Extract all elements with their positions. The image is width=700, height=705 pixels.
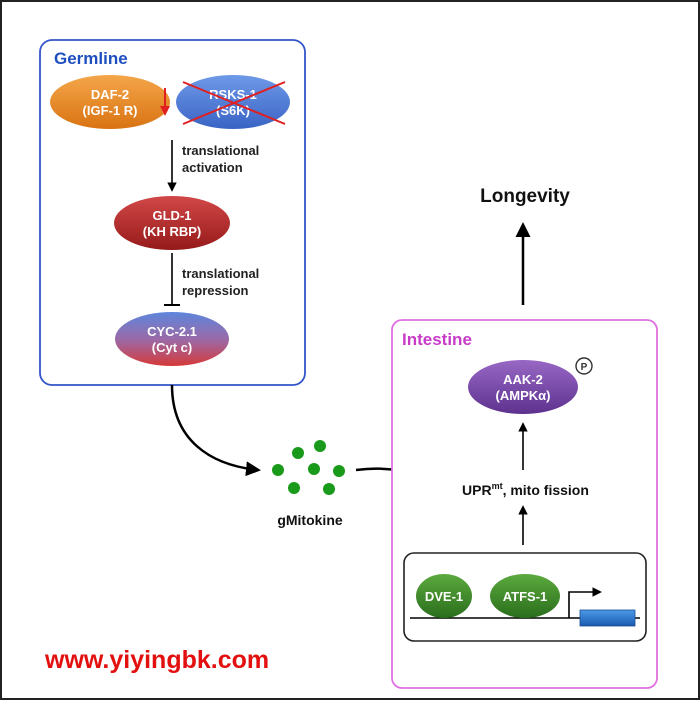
dve1-label: DVE-1 [425, 589, 463, 604]
rsks1-cross-line-2 [182, 81, 286, 125]
transcription-start-arrow [568, 587, 602, 618]
repression-label-line2: repression [182, 283, 249, 298]
aak2-node: AAK-2 (AMPKα) [468, 360, 578, 414]
phospho-badge: P [575, 357, 593, 375]
gld1-label: GLD-1 [153, 208, 192, 223]
repression-label-line1: translational [182, 266, 259, 281]
germline-to-mitokine-arrow [170, 384, 261, 477]
cyc21-node: CYC-2.1 (Cyt c) [115, 312, 229, 366]
mitokine-dot [292, 447, 304, 459]
mitokine-dot [333, 465, 345, 477]
upr-label: UPRmt, mito fission [462, 481, 589, 498]
gene-block [579, 609, 636, 627]
phospho-label: P [581, 362, 588, 373]
rsks1-node: RSKS-1 (S6K) [176, 75, 290, 129]
mitokine-dot [308, 463, 320, 475]
intestine-title: Intestine [402, 330, 472, 349]
cyc21-sublabel: (Cyt c) [152, 340, 192, 355]
mitokine-dots [272, 440, 345, 495]
mitokine-dot [288, 482, 300, 494]
daf2-sublabel: (IGF-1 R) [83, 103, 138, 118]
watermark-text: www.yiyingbk.com [44, 646, 269, 674]
activation-label-line2: activation [182, 160, 243, 175]
germline-title: Germline [54, 49, 128, 68]
mitokine-dot [314, 440, 326, 452]
activation-label-line1: translational [182, 143, 259, 158]
mitokine-label: gMitokine [277, 512, 343, 528]
daf2-label: DAF-2 [91, 87, 129, 102]
rsks1-label: RSKS-1 [209, 87, 257, 102]
aak2-label: AAK-2 [503, 372, 543, 387]
longevity-label: Longevity [480, 186, 570, 207]
cyc21-label: CYC-2.1 [147, 324, 197, 339]
atfs1-node: ATFS-1 [490, 574, 560, 618]
gld1-node: GLD-1 (KH RBP) [114, 196, 230, 250]
gld1-sublabel: (KH RBP) [143, 224, 202, 239]
rsks1-sublabel: (S6K) [216, 103, 250, 118]
mitokine-dot [323, 483, 335, 495]
atfs1-label: ATFS-1 [503, 589, 548, 604]
aak2-sublabel: (AMPKα) [496, 388, 551, 403]
daf2-node: DAF-2 (IGF-1 R) [50, 75, 170, 129]
dve1-node: DVE-1 [416, 574, 472, 618]
mitokine-dot [272, 464, 284, 476]
